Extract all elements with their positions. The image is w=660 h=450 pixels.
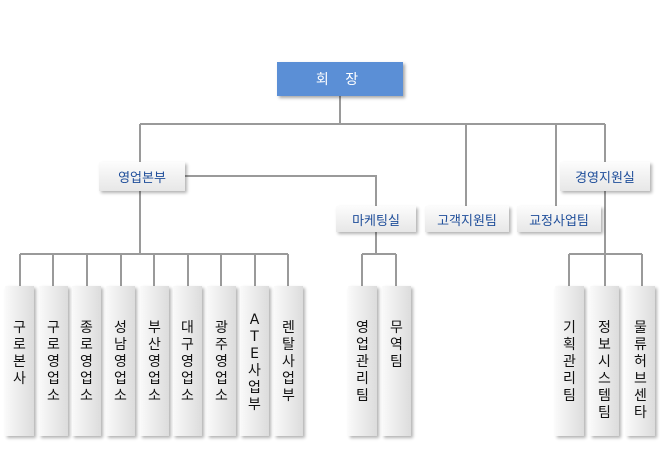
sales-hq-box: 영업본부	[99, 162, 185, 191]
correction-business-box: 교정사업팀	[517, 206, 601, 232]
marketing-box: 마케팅실	[336, 206, 416, 232]
management-support-label: 경영지원실	[575, 171, 635, 186]
correction-business-label: 교정사업팀	[529, 213, 589, 229]
customer-support-label: 고객지원팀	[437, 213, 497, 229]
customer-support-box: 고객지원팀	[425, 206, 509, 232]
management-support-box: 경영지원실	[560, 162, 650, 191]
sales-hq-label: 영업본부	[118, 171, 166, 186]
chairman-label: 회 장	[315, 72, 365, 88]
marketing-label: 마케팅실	[352, 213, 400, 229]
connector-lines	[19, 96, 643, 286]
chairman-box: 회 장	[277, 62, 403, 96]
